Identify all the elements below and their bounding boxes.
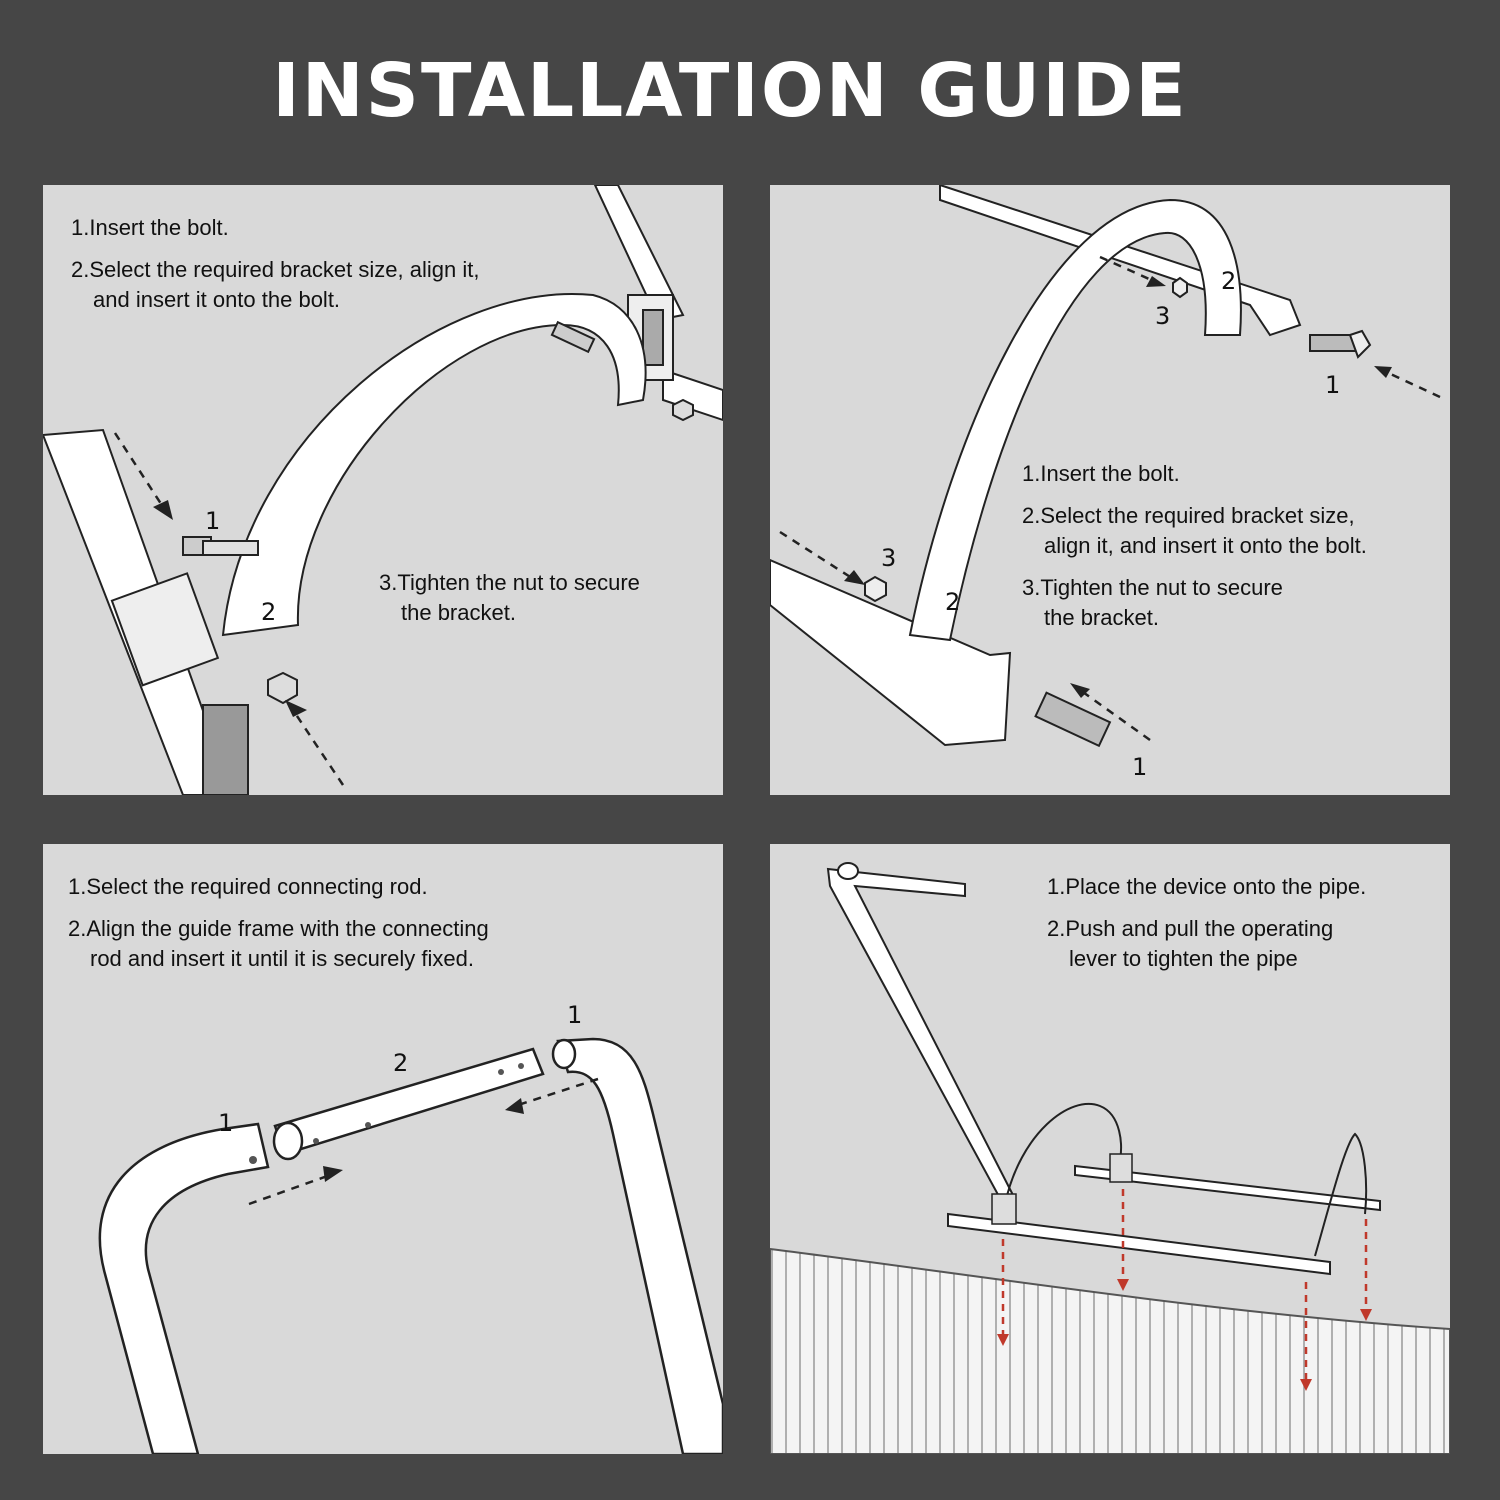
rod-opening — [272, 1121, 304, 1161]
instructions-4: 1.Place the device onto the pipe. 2.Push… — [1047, 872, 1366, 986]
bracket-back — [1314, 1132, 1368, 1257]
step-3-text-cont: the bracket. — [401, 600, 516, 625]
step-1-text: 1.Place the device onto the pipe. — [1047, 874, 1367, 899]
label-rod: 2 — [393, 1049, 409, 1077]
page-title: INSTALLATION GUIDE — [272, 48, 1188, 134]
ratchet-clamp-left — [110, 572, 249, 795]
step-2-text-cont: align it, and insert it onto the bolt. — [1044, 533, 1367, 558]
toothed-rail-right — [662, 368, 723, 422]
bolt-right — [550, 320, 596, 354]
label-bracket-left: 2 — [945, 588, 961, 616]
label-frame-left: 1 — [218, 1109, 234, 1137]
frame-right — [556, 1037, 723, 1454]
arc-bracket — [221, 293, 647, 637]
step-1-text: 1.Insert the bolt. — [1022, 461, 1180, 486]
step-1-text: 1.Insert the bolt. — [71, 215, 229, 240]
bolt-shaft — [202, 540, 259, 556]
clamp-front — [991, 1193, 1017, 1225]
step-panel-3: 1.Select the required connecting rod. 2.… — [43, 844, 723, 1454]
nut — [267, 671, 298, 705]
rod-holes — [249, 1063, 524, 1164]
label-bolt-top: 1 — [1325, 371, 1341, 399]
dashed-arrows — [113, 432, 345, 786]
bracket-bolt-illustration-1 — [43, 185, 723, 795]
step-panel-4: 1.Place the device onto the pipe. 2.Push… — [770, 844, 1450, 1454]
label-bolt-bottom: 1 — [1132, 753, 1148, 781]
instructions-1b: 3.Tighten the nut to secure the bracket. — [379, 568, 640, 640]
placement-arrows — [1001, 1189, 1368, 1379]
step-2-text: 2.Push and pull the operating — [1047, 916, 1334, 941]
connecting-rod-illustration — [98, 1037, 723, 1454]
label-frame-right: 1 — [567, 1001, 583, 1029]
bracket-front — [1004, 1103, 1122, 1205]
step-3-text-cont: the bracket. — [1044, 605, 1159, 630]
bracket-bolt-illustration-2 — [770, 185, 1441, 748]
step-2-text: 2.Select the required bracket size, — [1022, 503, 1355, 528]
step-2-text-cont: lever to tighten the pipe — [1069, 946, 1298, 971]
step-2-text-cont: and insert it onto the bolt. — [93, 287, 341, 312]
frame-opening — [551, 1038, 577, 1070]
frame-left — [98, 1122, 270, 1454]
base-rail-back — [1074, 1164, 1381, 1212]
nut-left — [864, 575, 887, 603]
dashed-arrows — [779, 255, 1441, 742]
lower-frame-rail — [770, 558, 1012, 747]
arc-bracket — [908, 198, 1242, 642]
step-panel-2: 1.Insert the bolt. 2.Select the required… — [770, 185, 1450, 795]
step-3-text: 3.Tighten the nut to secure — [1022, 575, 1283, 600]
bolt-bottom — [1034, 691, 1112, 748]
clamp-back — [1109, 1153, 1133, 1183]
instructions-1: 1.Insert the bolt. 2.Select the required… — [71, 213, 479, 327]
step-3-text: 3.Tighten the nut to secure — [379, 570, 640, 595]
upper-frame-rail — [939, 185, 1302, 337]
label-nut-left: 3 — [881, 544, 897, 572]
lever-handle — [826, 867, 1017, 1204]
instructions-2: 1.Insert the bolt. 2.Select the required… — [1022, 459, 1367, 645]
nut-right — [672, 398, 694, 422]
label-bracket: 2 — [261, 598, 277, 626]
step-1-text: 1.Select the required connecting rod. — [68, 874, 428, 899]
label-nut-top: 3 — [1155, 302, 1171, 330]
step-2-text: 2.Align the guide frame with the connect… — [68, 916, 489, 941]
label-bracket-top: 2 — [1221, 267, 1237, 295]
step-2-text: 2.Select the required bracket size, alig… — [71, 257, 480, 282]
flexible-pipe — [770, 1247, 1450, 1454]
base-rail-front — [947, 1212, 1331, 1276]
label-bolt: 1 — [205, 507, 221, 535]
upper-rail — [593, 185, 685, 322]
step-2-text-cont: rod and insert it until it is securely f… — [90, 946, 474, 971]
nut-top — [1172, 276, 1188, 299]
device-on-pipe-illustration — [770, 862, 1450, 1454]
instructions-3: 1.Select the required connecting rod. 2.… — [68, 872, 489, 986]
step-panel-1: 1.Insert the bolt. 2.Select the required… — [43, 185, 723, 795]
